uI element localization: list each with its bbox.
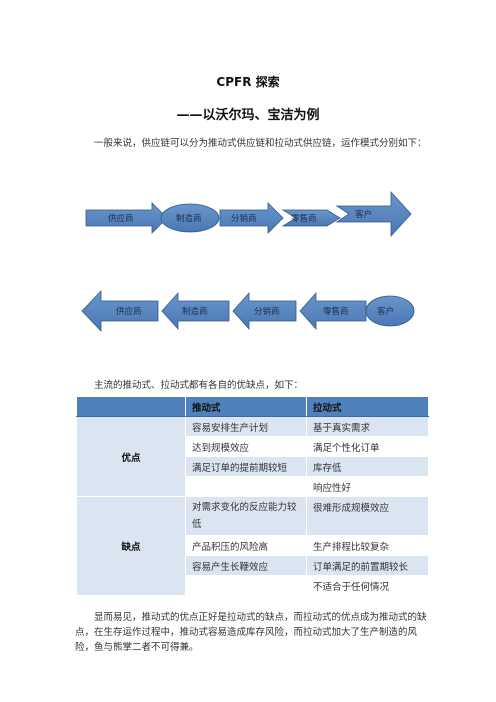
push-chain-diagram: 供应商 制造商 分销商 零售商 客户 (85, 190, 412, 238)
pull-arrow-distributor (232, 291, 297, 331)
table-cell: 达到规模效应 (185, 436, 307, 457)
table-intro-paragraph: 主流的推动式、拉动式都有各自的优缺点，如下： (94, 380, 304, 391)
table-cell: 很难形成规模效应 (306, 496, 429, 536)
header-push: 推动式 (185, 396, 307, 417)
push-oval-manufacturer (160, 203, 220, 233)
push-label-retailer: 零售商 (291, 213, 317, 224)
push-arrow-supplier (85, 202, 168, 234)
pull-chain-diagram: 供应商 制造商 分销商 零售商 客户 (81, 289, 415, 333)
table-row: 满足订单的提前期较短 库存低 (77, 456, 429, 477)
pull-arrow-supplier (81, 289, 159, 333)
header-pull: 拉动式 (306, 396, 429, 417)
table-cell: 对需求变化的反应能力较低 (185, 496, 307, 536)
pull-label-retailer: 零售商 (323, 306, 349, 317)
table-row: 不适合于任何情况 (77, 575, 429, 596)
pull-label-manufacturer: 制造商 (182, 306, 208, 317)
pull-arrow-manufacturer (161, 291, 230, 331)
table-cell: 库存低 (306, 456, 429, 477)
push-label-distributor: 分销商 (231, 213, 257, 224)
comparison-table: 推动式 拉动式 优点 容易安排生产计划 基于真实需求 达到规模效应 满足个性化订… (76, 396, 429, 596)
table-row: 缺点 对需求变化的反应能力较低 很难形成规模效应 (76, 496, 429, 596)
push-label-manufacturer: 制造商 (176, 213, 202, 224)
push-label-customer: 客户 (355, 209, 372, 220)
table-cell: 产品积压的风险高 (185, 535, 307, 556)
pull-label-distributor: 分销商 (254, 306, 280, 317)
document-subtitle: ——以沃尔玛、宝洁为例 (176, 108, 320, 123)
intro-paragraph: 一般来说，供应链可以分为推动式供应链和拉动式供应链，运作模式分别如下： (94, 138, 427, 149)
table-cell: 响应性好 (306, 476, 429, 497)
table-row: 产品积压的风险高 生产排程比较复杂 (77, 535, 429, 556)
table-row: 响应性好 (77, 476, 429, 497)
table-row: 达到规模效应 满足个性化订单 (77, 436, 429, 457)
table-cell: 满足个性化订单 (306, 436, 429, 457)
table-cell (185, 476, 307, 497)
category-pros: 优点 (76, 416, 186, 497)
category-cons: 缺点 (76, 496, 186, 596)
document-title: CPFR 探索 (216, 75, 280, 89)
table-cell: 满足订单的提前期较短 (185, 456, 307, 477)
table-row: 容易产生长鞭效应 订单满足的前置期较长 (77, 555, 429, 576)
table-cell: 基于真实需求 (306, 416, 429, 437)
pull-label-customer: 客户 (377, 306, 394, 317)
push-arrow-customer (335, 190, 412, 238)
table-cell: 容易产生长鞭效应 (185, 555, 307, 576)
header-corner (76, 396, 186, 417)
push-label-supplier: 供应商 (108, 213, 134, 224)
push-chevron-retailer (281, 209, 341, 227)
table-header-row: 推动式 拉动式 (76, 396, 429, 417)
table-cell: 生产排程比较复杂 (306, 535, 429, 556)
pull-label-supplier: 供应商 (116, 306, 142, 317)
table-row: 优点 容易安排生产计划 基于真实需求 (76, 416, 429, 497)
conclusion-paragraph: 显而易见，推动式的优点正好是拉动式的缺点，而拉动式的优点成为推动式的缺点，在生存… (75, 612, 427, 653)
table-cell: 容易安排生产计划 (185, 416, 307, 437)
pull-oval-customer (365, 295, 415, 327)
table-cell: 订单满足的前置期较长 (306, 555, 429, 576)
table-cell (185, 575, 307, 596)
push-arrow-distributor (219, 202, 284, 234)
table-cell: 不适合于任何情况 (306, 575, 429, 596)
